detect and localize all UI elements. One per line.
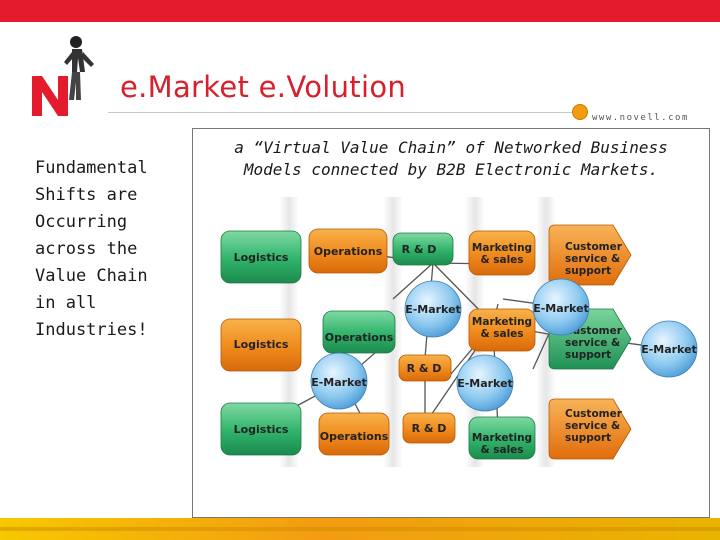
node-label: Operations [325, 331, 394, 344]
node-label: support [565, 432, 611, 444]
left-text-line: Industries! [35, 320, 148, 340]
node-label: R & D [407, 362, 442, 375]
node-logistics-1: Logistics [220, 230, 302, 284]
node-label: Customer [565, 408, 623, 420]
connection-line [392, 262, 434, 300]
title-rule [108, 112, 578, 113]
node-label: & sales [480, 328, 523, 340]
node-label: support [565, 265, 611, 277]
value-chain-panel: a “Virtual Value Chain” of Networked Bus… [192, 128, 710, 518]
node-emarket-4: E-Market [310, 352, 368, 410]
node-label: service & [565, 253, 620, 265]
node-label: R & D [412, 422, 447, 435]
node-label: Marketing [472, 316, 532, 328]
node-label: Operations [314, 245, 383, 258]
left-text-line: Shifts are [35, 185, 138, 205]
diagram-subtitle: a “Virtual Value Chain” of Networked Bus… [193, 137, 709, 181]
subtitle-line: a “Virtual Value Chain” of Networked Bus… [234, 138, 668, 157]
node-label: & sales [480, 254, 523, 266]
node-label: Operations [320, 430, 389, 443]
left-text-line: across the [35, 239, 138, 259]
node-marketing-1: Marketing & sales [468, 230, 536, 276]
node-marketing-2: Marketing & sales [468, 308, 536, 352]
fundamental-shifts-text: Fundamental Shifts are Occurring across … [35, 155, 185, 344]
top-brand-bar [0, 0, 720, 22]
page-title: e.Market e.Volution [120, 70, 407, 104]
node-label: R & D [402, 243, 437, 256]
logo-figure-icon [64, 36, 94, 100]
value-chain-diagram: Logistics Operations R & D Marketing & s… [220, 197, 698, 467]
node-emarket-1: E-Market [404, 280, 462, 338]
node-label: & sales [480, 444, 523, 456]
node-rd-1: R & D [392, 232, 454, 266]
node-label: Logistics [234, 338, 289, 351]
node-emarket-5: E-Market [456, 354, 514, 412]
node-logistics-3: Logistics [220, 402, 302, 456]
left-text-line: in all [35, 293, 97, 313]
bottom-brand-bar [0, 518, 720, 540]
bottom-bar-stripe [0, 527, 720, 531]
node-label: E-Market [311, 376, 367, 389]
node-label: service & [565, 337, 620, 349]
logo-n-letter [32, 76, 68, 116]
node-operations-3: Operations [318, 412, 390, 456]
node-label: service & [565, 420, 620, 432]
node-label: Marketing [472, 242, 532, 254]
node-customer-service-1: Customer service & support [548, 224, 632, 286]
node-label: E-Market [533, 302, 589, 315]
node-label: E-Market [457, 377, 513, 390]
node-label: support [565, 349, 611, 361]
left-text-line: Fundamental [35, 158, 148, 178]
rule-dot-icon [572, 104, 588, 120]
node-rd-3: R & D [402, 412, 456, 444]
node-marketing-3: Marketing & sales [468, 416, 536, 460]
novell-logo [32, 36, 94, 116]
left-text-line: Occurring [35, 212, 128, 232]
node-label: Logistics [234, 423, 289, 436]
company-url: www.novell.com [592, 113, 689, 123]
node-label: Logistics [234, 251, 289, 264]
subtitle-line: Models connected by B2B Electronic Marke… [243, 160, 659, 179]
node-label: Customer [565, 241, 623, 253]
node-operations-2: Operations [322, 310, 396, 354]
node-label: E-Market [641, 343, 697, 356]
node-operations-1: Operations [308, 228, 388, 274]
node-rd-2: R & D [398, 354, 452, 382]
left-text-line: Value Chain [35, 266, 148, 286]
node-label: Marketing [472, 432, 532, 444]
node-logistics-2: Logistics [220, 318, 302, 372]
node-customer-service-3: Customer service & support [548, 398, 632, 460]
node-label: E-Market [405, 303, 461, 316]
node-emarket-3: E-Market [640, 320, 698, 378]
node-emarket-2: E-Market [532, 278, 590, 336]
